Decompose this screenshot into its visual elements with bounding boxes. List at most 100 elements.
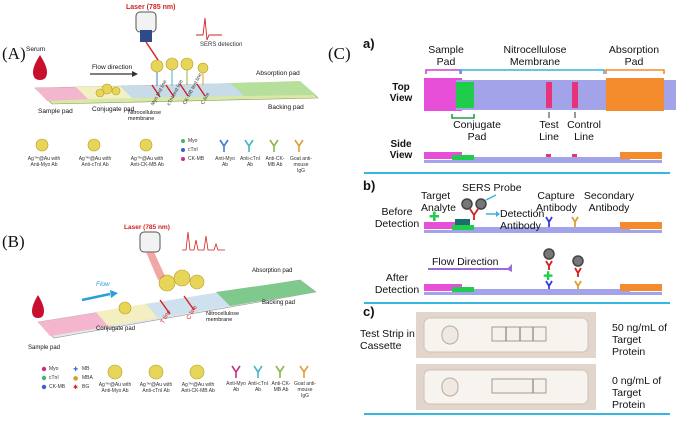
panelC-control-line-top [572, 82, 578, 108]
panelA-particle [150, 59, 164, 73]
panelB-legend-particle-icon [189, 364, 205, 380]
panelB-legend-ab-label: Anti-CK-MB Ab [271, 381, 291, 393]
panelB-legend-ab-icon [275, 365, 285, 378]
panelB-legend-ab-icon [231, 365, 241, 378]
panelC-conc-high-label: 50 ng/mL of Target Protein [612, 322, 668, 358]
panelC-bracket-absorption [605, 69, 665, 74]
panelB-legend-marker-label: MBA [82, 375, 93, 381]
panelC-after-capture-ab [545, 280, 553, 289]
panelC-sers-probe-icon [475, 198, 487, 210]
panelA-particle [95, 88, 105, 98]
panelA-particle [197, 62, 209, 74]
panelB-flow-arrowhead [110, 290, 118, 298]
panelB-sample-pad-label: Sample pad [28, 345, 61, 351]
panelC-conc-low-label: 0 ng/mL of Target Protein [612, 375, 662, 411]
panelA-line-ctni [165, 84, 175, 98]
panelC-probe-arrow [485, 194, 497, 201]
panelA-legend-dot-myo [181, 139, 185, 143]
panelB-flow-arrow [81, 292, 111, 302]
panelC-c-label: c) [363, 304, 375, 319]
panelA-serum-drop [33, 55, 47, 80]
panelC-control-line-label: Control Line [567, 119, 601, 143]
panelC-b-after: ✚ [424, 248, 662, 295]
panelC-after-label: After Detection [374, 272, 420, 296]
panelB-legend-dot [41, 366, 47, 372]
panelC-analyte-icon: ✚ [429, 210, 440, 225]
panelC-window-2 [491, 378, 547, 394]
panelB-legend-particle-icon [107, 364, 123, 380]
panelC-detection-arrowhead [496, 211, 500, 217]
panelC-absorption-label: Absorption Pad [608, 44, 660, 68]
panelC-b-conjugate [452, 225, 474, 230]
panelB-particle [158, 274, 176, 292]
panelA-sers-label: SERS detection [200, 42, 243, 48]
panelB-strip [32, 231, 317, 339]
panelA-line-ckmb [179, 83, 189, 97]
panelC-b-sample [424, 222, 462, 229]
panelB-legend-ab-label: Anti-cTnI Ab [248, 381, 269, 393]
panelA-legend [35, 138, 304, 161]
panelA-legend-ab-label: Anti-CK-MB Ab [265, 156, 285, 168]
panelC-before-label: Before Detection [374, 206, 420, 230]
panelA-laser-beam [145, 41, 159, 61]
panelC-cassettes [416, 312, 596, 410]
panelA-sample-pad [35, 87, 92, 101]
panelC-test-line-label: Test Line [539, 119, 559, 143]
panelB-legend-particle-label: Ag™@Au with Anti-Myo Ab [98, 382, 132, 394]
panelC-side-absorption [620, 152, 662, 159]
panelC-after-detection-ab [545, 260, 553, 270]
panelC-divider [364, 302, 670, 304]
panelA-strip [33, 11, 319, 105]
panelC-a-label: a) [363, 36, 375, 51]
panelC-side-sample [424, 152, 462, 159]
panelA-legend-ab-label: Anti-cTnI Ab [239, 156, 260, 168]
panelA-legend-ab-label: Anti-Myo Ab [215, 156, 235, 168]
panel-label-b: (B) [2, 232, 25, 251]
panelC-a-sideview [424, 152, 662, 163]
panel-label-a: (A) [2, 44, 26, 63]
panelB-sample-pad [38, 312, 112, 336]
panelC-after-conjugate [452, 287, 474, 292]
panelB-legend-particle-icon [148, 364, 164, 380]
panelB-legend-ab-icon [253, 365, 263, 378]
panelA-legend-ab-ctni-icon [244, 139, 254, 152]
panelC-test-strip-label: Test Strip in Cassette [360, 328, 415, 352]
panelC-after-backing [424, 292, 662, 295]
panelA-legend-dot-label: Myo [188, 138, 198, 144]
panelB-absorption-label: Absorption pad [252, 268, 293, 274]
panelC-after-absorption [620, 284, 662, 291]
panelC-side-backing [424, 160, 662, 163]
panelB-legend: ✚ ● ✱ [41, 364, 309, 391]
panelB-legend-dot [41, 384, 47, 390]
panelB-sers-spectrum [182, 231, 225, 251]
panelA-absorption-label: Absorption pad [256, 70, 300, 77]
panelB-c-line [183, 295, 195, 311]
panelC-divider [364, 172, 670, 174]
panelC-capture-ab-label: Capture Antibody [536, 190, 577, 214]
panelA-legend-particle-label: Ag™@Au with Anti-Myo Ab [27, 156, 61, 168]
panelA-legend-ab-igg-icon [294, 139, 304, 152]
panelA-legend-ab-myo-icon [219, 139, 229, 152]
panelB-sample-drop [32, 295, 44, 318]
panelA-flow-arrowhead [132, 71, 138, 77]
panelC-after-membrane [474, 289, 630, 292]
panelB-laser-label: Laser (785 nm) [124, 224, 170, 231]
panelC-b-membrane [474, 227, 630, 230]
panelB-particle [173, 269, 191, 287]
panelC-bracket-membrane [459, 69, 605, 74]
panelC-after-sample [424, 284, 462, 291]
panelC-side-membrane [474, 157, 630, 160]
panelC-detection-ab-label: Detection Antibody [500, 208, 545, 232]
panelB-flow-label: Flow [96, 281, 110, 288]
panelC-side-test [546, 154, 551, 157]
panelB-legend-mba-icon: ● [73, 375, 78, 382]
panelA-absorption-pad [230, 81, 316, 96]
panelC-sample-well-1 [441, 325, 459, 345]
panelB-t-line [159, 299, 171, 315]
panelC-absorption-pad-top [606, 78, 664, 111]
panelC-bracket-conjugate [451, 114, 475, 119]
panelC-conjugate-label: Conjugate Pad [453, 119, 501, 143]
panelA-legend-dot-ctni [181, 148, 185, 152]
panelA-line-c [196, 83, 206, 97]
